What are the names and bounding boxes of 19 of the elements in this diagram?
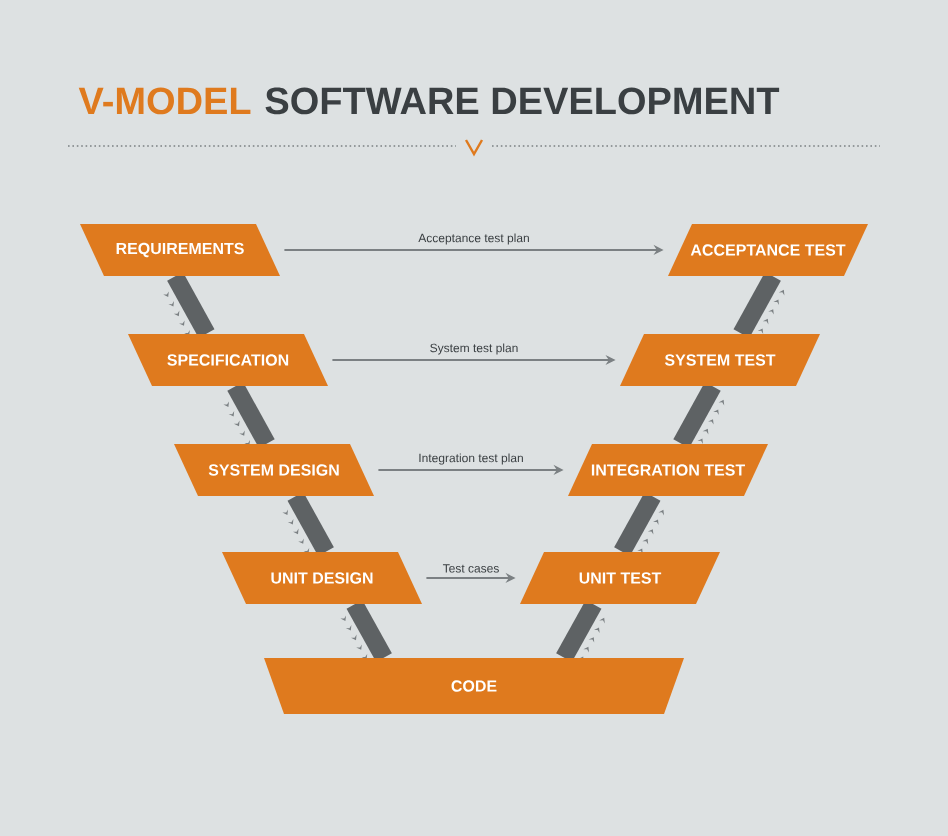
v-band (223, 382, 275, 448)
title: SOFTWARE DEVELOPMENT (265, 87, 780, 115)
process-box: SPECIFICATION (128, 334, 328, 386)
v-band (282, 492, 334, 556)
v-band (733, 272, 785, 338)
process-box: INTEGRATION TEST (568, 444, 768, 496)
process-box: UNIT TEST (520, 552, 720, 604)
process-box: REQUIREMENTS (80, 224, 280, 276)
v-band (340, 600, 392, 662)
process-box: SYSTEM TEST (620, 334, 820, 386)
v-band (163, 272, 215, 338)
v-band (614, 492, 664, 556)
process-box: ACCEPTANCE TEST (668, 224, 868, 276)
process-box: SYSTEM DESIGN (174, 444, 374, 496)
title: V-MODEL (78, 87, 251, 115)
v-band (556, 600, 605, 662)
code-box: CODE (264, 658, 684, 714)
v-band (673, 382, 725, 448)
process-box: UNIT DESIGN (222, 552, 422, 604)
